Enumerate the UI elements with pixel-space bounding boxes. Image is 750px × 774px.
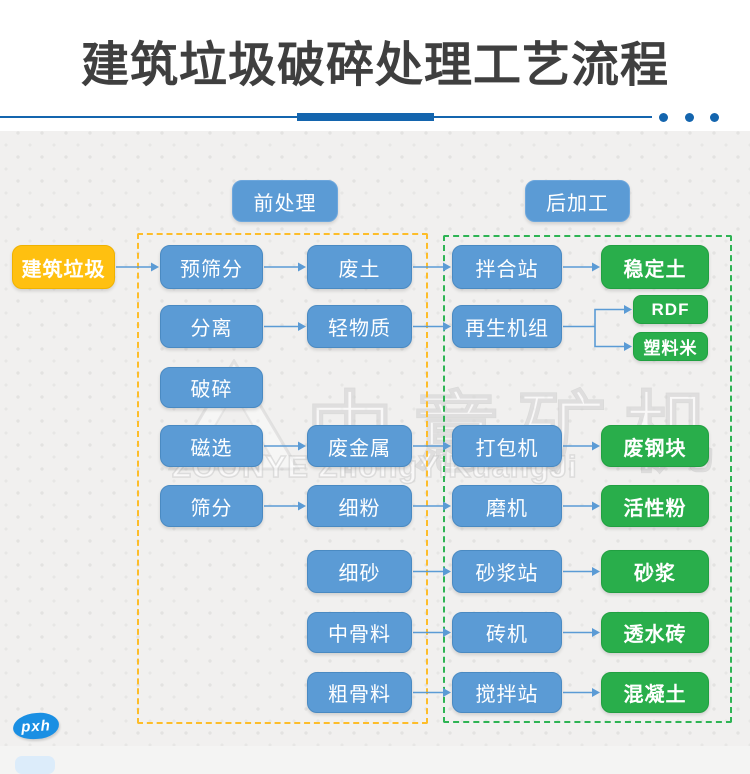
pre-processing-group-frame — [137, 233, 428, 724]
flow-node-brickmachine: 砖机 — [452, 612, 562, 653]
flow-node-coarseagg: 粗骨料 — [307, 672, 412, 713]
flow-node-activepowder: 活性粉 — [601, 485, 709, 527]
divider-dot — [710, 113, 719, 122]
flow-node-src: 建筑垃圾 — [12, 245, 115, 289]
pxh-badge: pxh — [12, 711, 60, 741]
flow-node-plastic: 塑料米 — [633, 332, 708, 361]
flow-node-crush: 破碎 — [160, 367, 263, 408]
flow-node-finesand: 细砂 — [307, 550, 412, 593]
section-label-pre-processing: 前处理 — [232, 180, 338, 222]
flow-node-magnetic: 磁选 — [160, 425, 263, 467]
flow-node-lightmat: 轻物质 — [307, 305, 412, 348]
flow-node-rdf: RDF — [633, 295, 708, 324]
bottom-chip — [15, 756, 55, 774]
flow-node-finepowder: 细粉 — [307, 485, 412, 527]
flow-node-screen: 筛分 — [160, 485, 263, 527]
divider-dot — [685, 113, 694, 122]
flow-node-wastesoil: 废土 — [307, 245, 412, 289]
bottom-strip — [0, 746, 750, 774]
flow-node-mortarstation: 砂浆站 — [452, 550, 562, 593]
flow-node-mixstation: 拌合站 — [452, 245, 562, 289]
section-label-post-processing: 后加工 — [525, 180, 630, 222]
flow-node-mixplant: 搅拌站 — [452, 672, 562, 713]
flow-node-baler: 打包机 — [452, 425, 562, 467]
flow-node-regen: 再生机组 — [452, 305, 562, 348]
divider-dot — [659, 113, 668, 122]
flow-node-presift: 预筛分 — [160, 245, 263, 289]
flow-node-wastemetal: 废金属 — [307, 425, 412, 467]
flow-node-midagg: 中骨料 — [307, 612, 412, 653]
flowchart-canvas: 中意矿机 ZOONYE ZhongYiKuangJi 前处理 后加工 pxh 建… — [0, 131, 750, 746]
page-title: 建筑垃圾破碎处理工艺流程 — [80, 39, 669, 92]
flow-node-concrete: 混凝土 — [601, 672, 709, 713]
flow-node-mortar: 砂浆 — [601, 550, 709, 593]
flow-node-mill: 磨机 — [452, 485, 562, 527]
flow-node-permbrick: 透水砖 — [601, 612, 709, 653]
flow-node-separation: 分离 — [160, 305, 263, 348]
flow-node-steelblock: 废钢块 — [601, 425, 709, 467]
divider-accent-bar — [297, 113, 434, 121]
title-bar: 建筑垃圾破碎处理工艺流程 — [0, 0, 750, 131]
post-processing-group-frame — [443, 235, 732, 723]
flow-node-stabsoil: 稳定土 — [601, 245, 709, 289]
